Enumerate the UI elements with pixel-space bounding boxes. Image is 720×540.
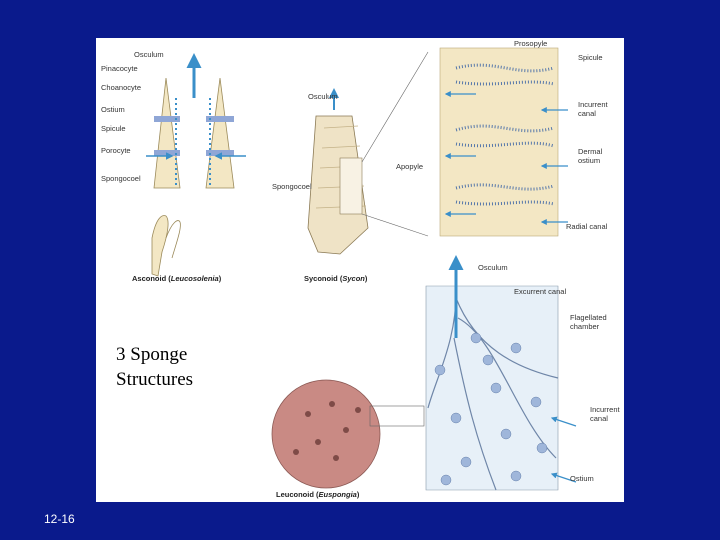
label-excurrent-canal: Excurrent canal (514, 287, 566, 296)
label-spongocoel: Spongocoel (101, 174, 141, 183)
label-dermal-ostium-1: Dermal (578, 147, 603, 156)
label-spicule: Spicule (101, 124, 126, 133)
syconoid-labels: Osculum Spongocoel Apopyle Prosopyle Spi… (272, 39, 609, 283)
label-choanocyte: Choanocyte (101, 83, 141, 92)
leuconoid-labels: Osculum Excurrent canal Flagellated cham… (276, 263, 621, 499)
label-radial-canal: Radial canal (566, 222, 608, 231)
label-apopyle: Apopyle (396, 162, 423, 171)
figure-caption: 3 Sponge Structures (116, 342, 246, 392)
label-pinacocyte: Pinacocyte (101, 64, 138, 73)
asconoid-labels: Osculum Pinacocyte Choanocyte Ostium Spi… (101, 50, 222, 283)
label-flagellated-1: Flagellated (570, 313, 607, 322)
label-porocyte: Porocyte (101, 146, 131, 155)
leuconoid-illustration (271, 255, 577, 491)
label-incurrent-canal-1: Incurrent (578, 100, 609, 109)
syconoid-illustration (307, 51, 429, 255)
caption-line-2: Structures (116, 369, 194, 390)
asconoid-illustration (146, 53, 246, 277)
sponge-diagram: Osculum Pinacocyte Choanocyte Ostium Spi… (101, 39, 621, 499)
label-ostium: Ostium (101, 105, 125, 114)
label-sycon-spongocoel: Spongocoel (272, 182, 312, 191)
label-leucon-incurrent-1: Incurrent (590, 405, 621, 414)
leuconoid-title: Leuconoid (Euspongia) (276, 490, 360, 499)
syconoid-title: Syconoid (Sycon) (304, 274, 368, 283)
label-leucon-ostium: Ostium (570, 474, 594, 483)
label-prosopyle: Prosopyle (514, 39, 547, 48)
label-leucon-incurrent-2: canal (590, 414, 608, 423)
caption-line-1: 3 Sponge (116, 344, 188, 365)
sponge-figure: Osculum Pinacocyte Choanocyte Ostium Spi… (96, 38, 624, 502)
label-dermal-ostium-2: ostium (578, 156, 600, 165)
label-osculum: Osculum (134, 50, 164, 59)
label-leucon-osculum: Osculum (478, 263, 508, 272)
label-incurrent-canal-2: canal (578, 109, 596, 118)
syconoid-wall-detail (439, 47, 568, 237)
slide-number: 12-16 (44, 512, 75, 526)
label-flagellated-2: chamber (570, 322, 600, 331)
asconoid-title: Asconoid (Leucosolenia) (132, 274, 222, 283)
label-sycon-osculum: Osculum (308, 92, 338, 101)
label-sycon-spicule: Spicule (578, 53, 603, 62)
